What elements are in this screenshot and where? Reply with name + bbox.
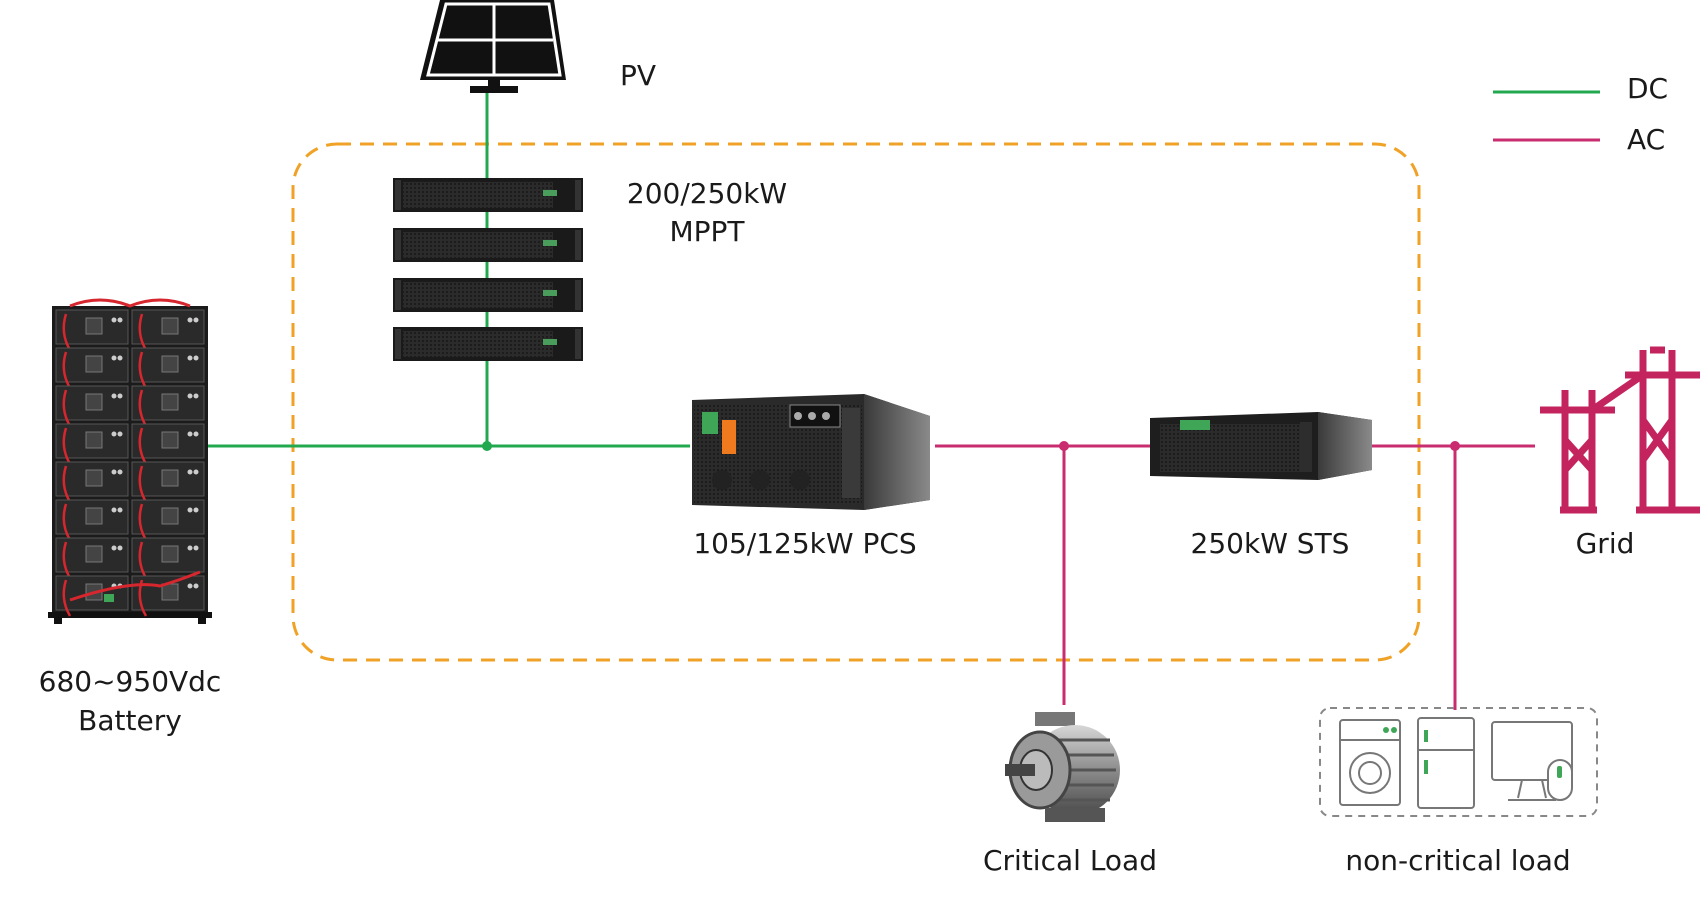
battery-label-voltage: 680~950Vdc: [38, 665, 222, 698]
sts-unit-icon: [1150, 412, 1372, 480]
ac-wiring: [935, 444, 1535, 710]
ac-junction-critical: [1059, 441, 1069, 451]
mppt-label-power: 200/250kW: [626, 177, 788, 210]
pcs-label: 105/125kW PCS: [693, 527, 917, 560]
ac-junction-noncritical: [1450, 441, 1460, 451]
dc-wiring: [206, 86, 690, 448]
legend-dc-label: DC: [1627, 72, 1669, 105]
pv-label: PV: [620, 59, 657, 92]
electric-motor-icon: [1005, 712, 1120, 822]
mppt-label-name: MPPT: [669, 215, 745, 248]
legend-ac-label: AC: [1627, 123, 1666, 156]
grid-label: Grid: [1575, 527, 1635, 560]
home-appliances-icon: [1319, 707, 1598, 817]
legend: [1493, 90, 1600, 142]
power-tower-icon: [1540, 346, 1700, 514]
critical-load-label: Critical Load: [982, 844, 1157, 877]
pcs-cabinet-icon: [692, 394, 930, 510]
battery-rack-icon: [48, 298, 212, 624]
mppt-rack-icon: [393, 178, 583, 361]
battery-label-name: Battery: [78, 704, 182, 737]
dc-junction-node: [482, 441, 492, 451]
sts-label: 250kW STS: [1190, 527, 1350, 560]
non-critical-load-label: non-critical load: [1345, 844, 1571, 877]
solar-panel-icon: [420, 0, 566, 93]
system-boundary: [291, 142, 1421, 662]
